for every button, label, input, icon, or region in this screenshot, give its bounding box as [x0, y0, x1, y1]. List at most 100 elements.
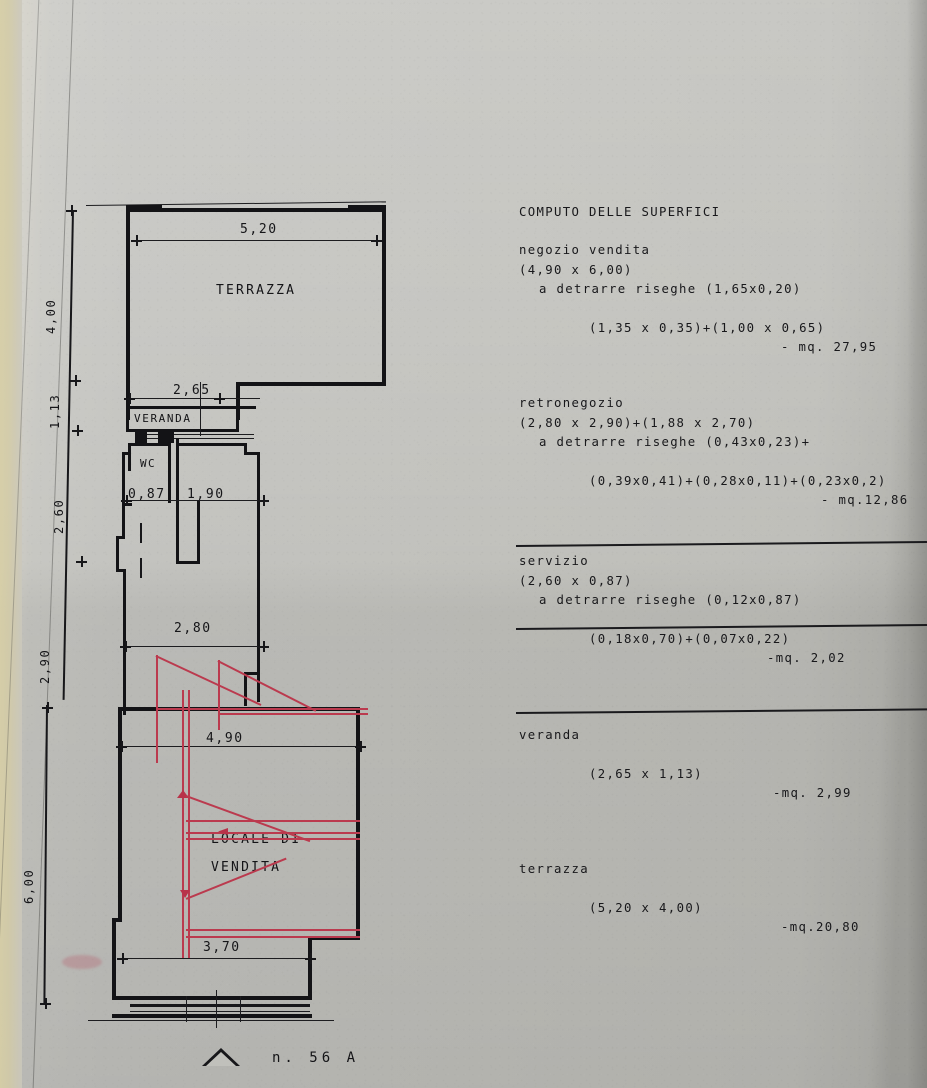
red-annotation-v2	[218, 660, 220, 730]
calc-line: (4,90 x 6,00)	[519, 262, 633, 277]
dimension-veranda-depth: 1,13	[48, 393, 62, 429]
calc-line: a detrarre riseghe (0,43x0,23)+	[539, 435, 811, 450]
shop-jog-c	[244, 672, 247, 706]
computation-panel: COMPUTO DELLE SUPERFICI negozio vendita …	[519, 203, 911, 974]
retro-wall-top-left	[128, 443, 170, 446]
retro-total-tick-right	[258, 641, 269, 652]
retro-dimension-line	[126, 500, 266, 501]
calc-result: -mq.20,80	[781, 920, 860, 935]
calc-expression: (2,65 x 1,13)	[589, 766, 703, 781]
terrazza-dim-tick-right	[371, 235, 382, 246]
calc-line: (1,35 x 0,35)+(1,00 x 0,65) - mq. 27,95	[519, 300, 911, 378]
front-tick-a	[186, 996, 187, 1022]
retro-jog-left-c	[116, 536, 125, 539]
terrazza-notch-left	[126, 205, 162, 209]
retro-wall-left-mid	[122, 452, 125, 506]
dim-tick-400	[70, 375, 81, 386]
calc-expression: (1,35 x 0,35)+(1,00 x 0,65)	[589, 321, 826, 336]
calc-result: - mq.12,86	[821, 493, 909, 508]
red-annotation-v-main	[182, 690, 184, 958]
computation-block-negozio: negozio vendita (4,90 x 6,00) a detrarre…	[519, 241, 911, 377]
retro-wall-left-upper	[128, 443, 131, 471]
retro-wall-step-right	[244, 443, 247, 455]
retro-divider-line-b	[136, 438, 254, 439]
red-annotation-h5	[186, 838, 360, 840]
calc-line: a detrarre riseghe (0,12x0,87)	[539, 592, 802, 607]
red-smudge	[62, 955, 102, 969]
shop-wall-left-lower	[112, 918, 116, 1000]
retro-dim-tick-left	[121, 495, 132, 506]
calc-line: retronegozio	[519, 396, 625, 411]
shop-wall-left	[118, 707, 122, 919]
street-line	[88, 1020, 334, 1021]
red-annotation-h4	[186, 832, 360, 834]
retro-wall-left-lower2	[116, 536, 119, 572]
veranda-wall-bottom	[126, 429, 239, 432]
retro-inner-wall-b	[197, 500, 200, 562]
dimension-retro-width: 1,90	[187, 487, 225, 502]
terrazza-dim-tick-left	[131, 235, 142, 246]
calc-line: negozio vendita	[519, 243, 651, 258]
dimension-retro-depth: 2,90	[38, 648, 52, 684]
computation-title: COMPUTO DELLE SUPERFICI	[519, 205, 721, 219]
dimension-negozio-front-width: 3,70	[203, 940, 241, 955]
room-label-locale-di: LOCALE DI	[211, 832, 302, 847]
dimension-veranda-width: 2,65	[173, 383, 211, 398]
dim-tick-bottom	[40, 998, 51, 1009]
calc-expression: (0,18x0,70)+(0,07x0,22)	[589, 631, 791, 646]
retro-jog-left-a	[122, 452, 131, 455]
front-tick-b	[216, 990, 217, 1028]
veranda-dim-tick-mid	[214, 393, 225, 404]
room-label-vendita: VENDITA	[211, 860, 282, 875]
front-band-line-b	[130, 1011, 310, 1012]
computation-block-servizio: servizio (2,60 x 0,87) a detrarre risegh…	[519, 552, 911, 688]
red-arrowhead-h4	[218, 828, 228, 835]
page-left-edge	[0, 0, 22, 1088]
red-annotation-h2b	[218, 713, 368, 715]
front-band-bottom	[112, 1014, 312, 1018]
sheet-number-label: n. 56 A	[272, 1050, 360, 1066]
veranda-dim-tick-left	[124, 393, 135, 404]
terrazza-wall-right	[382, 208, 386, 386]
calc-line: veranda	[519, 727, 581, 742]
terrazza-wall-bottom-right	[236, 382, 386, 386]
veranda-wall-right	[236, 406, 239, 432]
front-dim-tick-left	[117, 953, 128, 964]
calc-line: terrazza	[519, 861, 590, 876]
shop-wall-bottom-step	[308, 936, 312, 998]
veranda-dimension-line	[128, 398, 260, 399]
red-arrowhead-mid	[177, 790, 189, 798]
terrazza-dimension-line	[136, 240, 376, 241]
computation-block-retronegozio: retronegozio (2,80 x 2,90)+(1,88 x 2,70)…	[519, 394, 911, 530]
calc-expression: (5,20 x 4,00)	[589, 900, 703, 915]
calc-result: -mq. 2,02	[767, 651, 846, 666]
retro-divider-line-a	[136, 434, 254, 435]
red-annotation-h3	[186, 820, 360, 822]
calc-line: (2,80 x 2,90)+(1,88 x 2,70)	[519, 415, 756, 430]
retro-pillar-left	[135, 431, 147, 443]
dim-tick-113	[72, 425, 83, 436]
calc-line: servizio	[519, 554, 590, 569]
calc-line: (0,39x0,41)+(0,28x0,11)+(0,23x0,2) - mq.…	[519, 452, 911, 530]
dim-tick-260	[76, 556, 87, 567]
retro-mark-b	[140, 558, 142, 578]
dimension-terrazza-width: 5,20	[240, 222, 278, 237]
dim-tick-top	[66, 205, 77, 216]
shop-dim-tick-left	[116, 741, 127, 752]
retro-wall-right	[257, 452, 260, 702]
calc-line: (0,18x0,70)+(0,07x0,22) -mq. 2,02	[519, 610, 911, 688]
front-band-top	[112, 996, 312, 1000]
front-band-line	[130, 1004, 310, 1007]
north-triangle-inner	[206, 1052, 236, 1066]
dimension-negozio-width: 4,90	[206, 731, 244, 746]
red-annotation-h1	[156, 708, 266, 710]
retro-wall-step-top	[244, 452, 260, 455]
room-label-veranda: VERANDA	[134, 412, 192, 425]
shop-dimension-line	[122, 746, 362, 747]
veranda-wall-left	[126, 406, 129, 432]
retro-wall-left-lower	[122, 503, 125, 539]
retro-inner-wall-foot	[176, 561, 200, 564]
shop-dim-tick-right	[355, 741, 366, 752]
shop-wall-bottom-right	[308, 936, 360, 940]
